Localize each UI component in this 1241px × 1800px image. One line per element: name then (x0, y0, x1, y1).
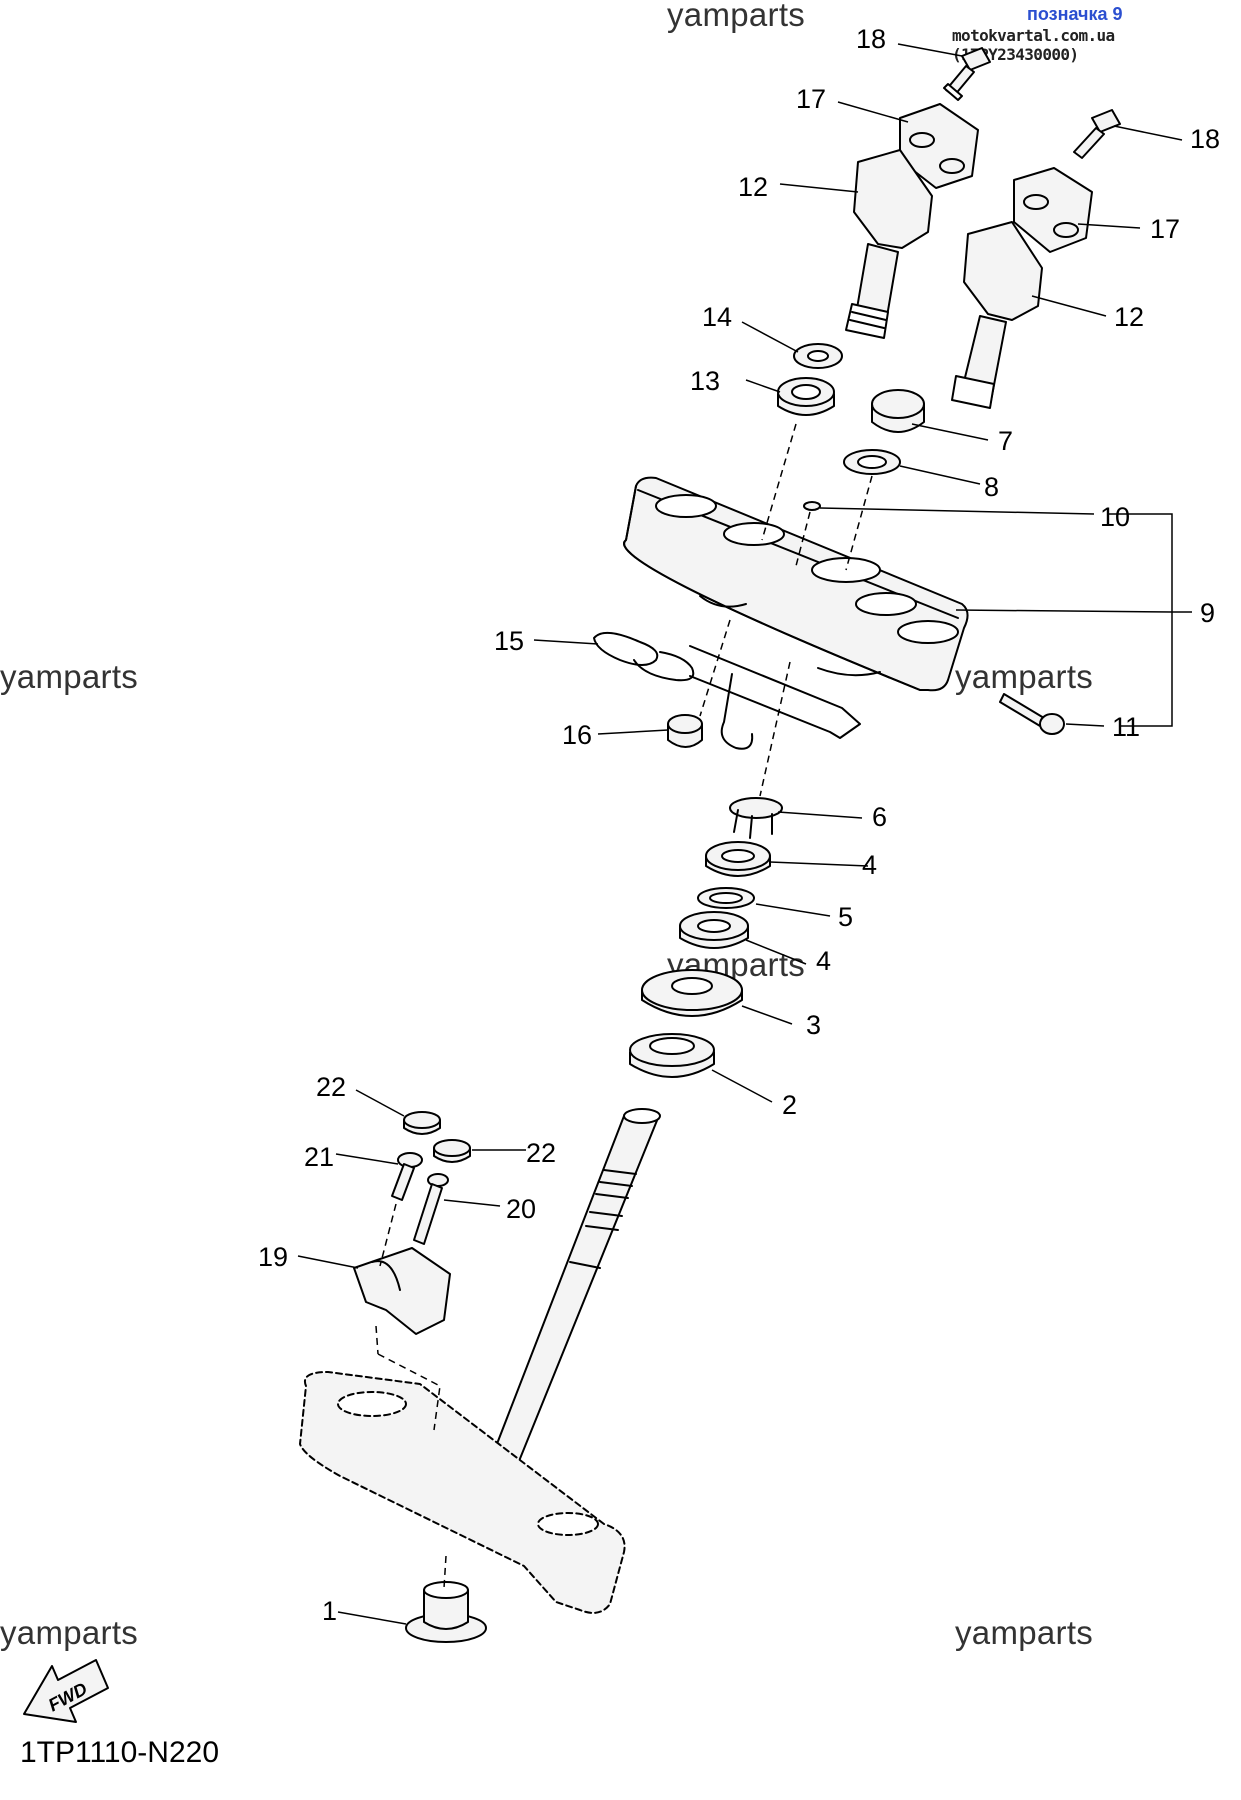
callout-17b: 17 (1150, 214, 1180, 244)
leader-lines (297, 43, 1192, 1625)
callout-1: 1 (322, 1596, 337, 1626)
callout-22a: 22 (316, 1072, 346, 1102)
callout-12a: 12 (738, 172, 768, 202)
callout-2: 2 (782, 1090, 797, 1120)
callout-12b: 12 (1114, 302, 1144, 332)
callout-labels: 18 17 12 18 17 12 14 13 7 8 10 9 11 15 1… (45, 24, 1220, 1715)
part-11-bolt[interactable] (999, 693, 1065, 735)
part-2-bearing[interactable] (629, 1033, 715, 1078)
callout-15: 15 (494, 626, 524, 656)
callout-7: 7 (998, 426, 1013, 456)
callout-20: 20 (506, 1194, 536, 1224)
watermark-bottom-left: yamparts (0, 1614, 139, 1651)
part-18-bolt-right[interactable] (1073, 109, 1121, 159)
diagram-code: 1TP1110-N220 (20, 1736, 220, 1769)
assembly-lines (375, 423, 873, 1589)
watermark-top: yamparts (667, 0, 806, 33)
part-20-bolt[interactable] (413, 1173, 449, 1245)
part-17-clamp-right[interactable] (1013, 167, 1093, 253)
part-12-riser-right[interactable] (951, 221, 1043, 409)
callout-10: 10 (1100, 502, 1130, 532)
callout-16: 16 (562, 720, 592, 750)
callout-3: 3 (806, 1010, 821, 1040)
callout-4a: 4 (862, 850, 877, 880)
part-16-nut[interactable] (667, 714, 703, 748)
part-1-cap[interactable] (405, 1581, 487, 1643)
part-22-cap-b[interactable] (433, 1139, 471, 1163)
diagram-badge[interactable]: позначка 9 (1027, 4, 1123, 24)
callout-6: 6 (872, 802, 887, 832)
callout-18a: 18 (856, 24, 886, 54)
part-7-cap-nut[interactable] (871, 389, 925, 433)
callout-13: 13 (690, 366, 720, 396)
callout-11: 11 (1112, 712, 1140, 742)
part-8-washer[interactable] (843, 449, 901, 475)
watermark-right: yamparts (955, 658, 1094, 695)
fwd-arrow-icon (23, 1659, 109, 1723)
callout-14: 14 (702, 302, 732, 332)
part-5-washer[interactable] (697, 887, 755, 909)
callout-5: 5 (838, 902, 853, 932)
lower-bracket[interactable] (299, 1371, 626, 1614)
callout-19: 19 (258, 1242, 288, 1272)
callout-22b: 22 (526, 1138, 556, 1168)
callout-4b: 4 (816, 946, 831, 976)
part-3-dust-seal[interactable] (641, 969, 743, 1017)
callout-8: 8 (984, 472, 999, 502)
part-10-grommet[interactable] (803, 501, 821, 511)
part-12-riser-left[interactable] (845, 149, 933, 339)
part-17-clamp-left[interactable] (899, 103, 979, 189)
part-22-cap-a[interactable] (403, 1111, 441, 1135)
part-19-holder[interactable] (353, 1247, 451, 1335)
callout-18b: 18 (1190, 124, 1220, 154)
part-4-ring-nut-upper[interactable] (705, 841, 771, 877)
part-14-washer[interactable] (793, 343, 843, 369)
callout-21: 21 (304, 1142, 334, 1172)
watermark-bottom-right: yamparts (955, 1614, 1094, 1651)
part-21-bolt[interactable] (391, 1152, 423, 1201)
watermark-left: yamparts (0, 658, 139, 695)
part-13-bushing[interactable] (777, 377, 835, 416)
part-9-upper-bracket[interactable] (623, 476, 969, 692)
callout-17a: 17 (796, 84, 826, 114)
callout-9: 9 (1200, 598, 1215, 628)
part-4-ring-nut-lower[interactable] (679, 911, 749, 949)
part-6-lock-washer[interactable] (729, 797, 783, 839)
part-18-bolt-left[interactable] (943, 47, 991, 101)
part-15-cable-guide[interactable] (593, 631, 861, 750)
